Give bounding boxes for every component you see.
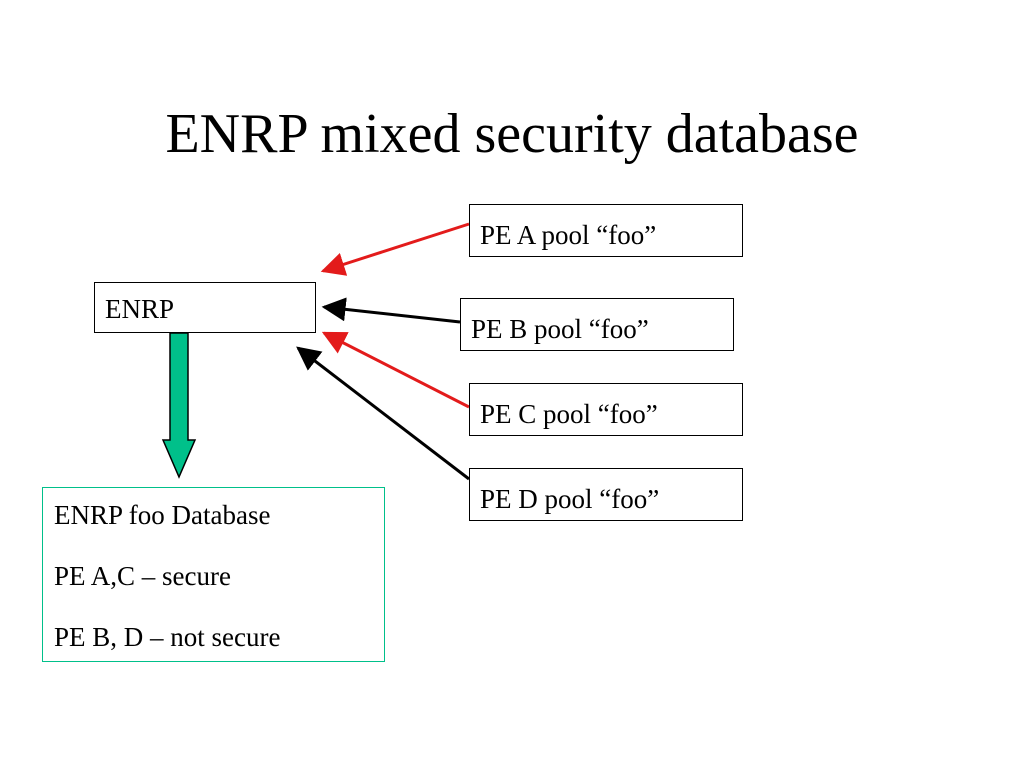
pe-c-box: PE C pool “foo” bbox=[469, 383, 743, 436]
database-title: ENRP foo Database bbox=[54, 500, 271, 530]
arrow-pe-a-to-enrp bbox=[320, 222, 470, 276]
down-arrow-enrp-to-database bbox=[161, 332, 197, 479]
enrp-box: ENRP bbox=[94, 282, 316, 333]
enrp-label: ENRP bbox=[105, 294, 175, 324]
pe-d-box: PE D pool “foo” bbox=[469, 468, 743, 521]
database-secure-line: PE A,C – secure bbox=[54, 561, 231, 591]
pe-b-label: PE B pool “foo” bbox=[471, 314, 649, 344]
pe-a-box: PE A pool “foo” bbox=[469, 204, 743, 257]
pe-d-label: PE D pool “foo” bbox=[480, 484, 660, 514]
arrow-pe-b-to-enrp bbox=[321, 297, 461, 324]
pe-a-label: PE A pool “foo” bbox=[480, 220, 657, 250]
database-insecure-line: PE B, D – not secure bbox=[54, 622, 281, 652]
slide-title: ENRP mixed security database bbox=[165, 103, 859, 165]
pe-c-label: PE C pool “foo” bbox=[480, 399, 658, 429]
arrow-pe-d-to-enrp bbox=[296, 346, 470, 481]
pe-b-box: PE B pool “foo” bbox=[460, 298, 734, 351]
enrp-database-box: ENRP foo Database PE A,C – secure PE B, … bbox=[42, 487, 385, 662]
arrow-pe-c-to-enrp bbox=[321, 331, 470, 409]
